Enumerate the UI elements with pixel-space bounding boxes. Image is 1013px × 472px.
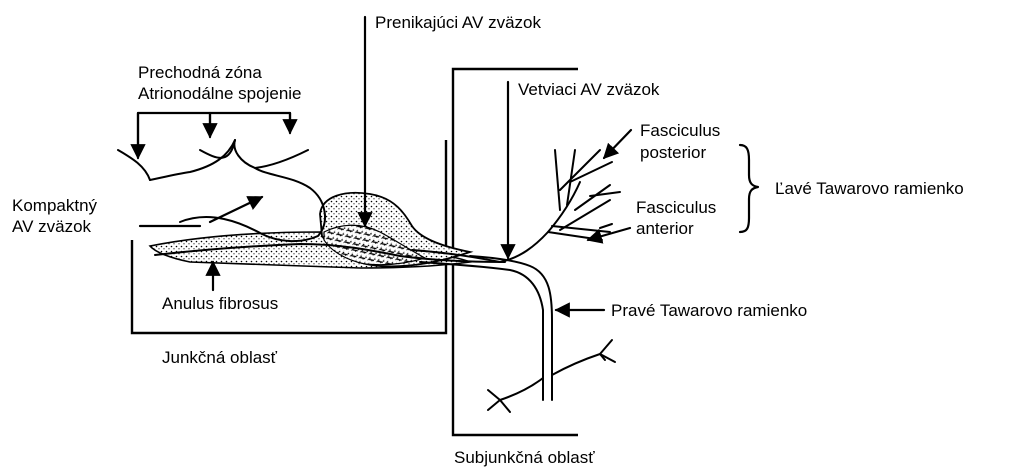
left-branch-brace (740, 145, 758, 232)
label-penetrating-av-bundle: Prenikajúci AV zväzok (375, 13, 541, 32)
label-subjunction-region: Subjunkčná oblasť (454, 448, 595, 467)
posterior-fascicle-branch-1 (555, 150, 612, 210)
his-bundle-lower-2 (470, 256, 552, 400)
transitional-fiber-right (255, 150, 308, 168)
label-compact-av-2: AV zväzok (12, 217, 92, 236)
label-junction-region: Junkčná oblasť (162, 348, 278, 367)
label-left-bundle-branch: Ľavé Tawarovo ramienko (775, 179, 964, 198)
transitional-fiber-left (118, 150, 150, 180)
label-right-bundle-branch: Pravé Tawarovo ramienko (611, 301, 807, 320)
anterior-fascicle-branch (548, 224, 612, 240)
compact-node-arrow (210, 197, 262, 222)
transitional-zone-bracket (138, 113, 290, 155)
label-branching-av-bundle: Vetviaci AV zväzok (518, 80, 660, 99)
right-branch-fibers-2 (488, 378, 543, 412)
right-branch-fibers-1 (552, 340, 615, 375)
label-fasciculus-anterior-2: anterior (636, 219, 694, 238)
label-fasciculus-posterior-2: posterior (640, 143, 706, 162)
label-fasciculus-anterior-1: Fasciculus (636, 198, 716, 217)
label-fasciculus-posterior-1: Fasciculus (640, 121, 720, 140)
label-transitional-zone: Prechodná zóna (138, 63, 262, 82)
posterior-fascicle-arrow (604, 130, 631, 158)
label-compact-av-1: Kompaktný (12, 196, 98, 215)
his-bundle-lower (420, 262, 543, 400)
label-anulus-fibrosus: Anulus fibrosus (162, 294, 278, 313)
label-atrionodal-junction: Atrionodálne spojenie (138, 84, 302, 103)
